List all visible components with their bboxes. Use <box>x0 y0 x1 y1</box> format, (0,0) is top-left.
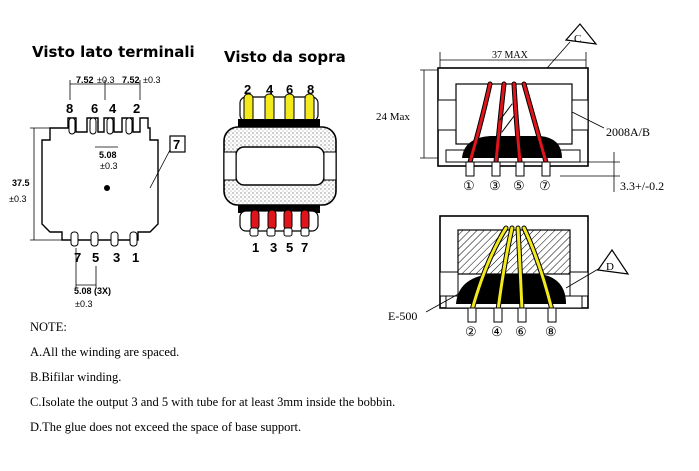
note-c: C.Isolate the output 3 and 5 with tube f… <box>30 395 396 409</box>
ref-box <box>169 135 186 153</box>
side-bottom-pin-7: 7 <box>74 250 81 265</box>
pitch-left-label: 7.52 <box>76 75 94 85</box>
ref-box-label: 7 <box>173 137 180 152</box>
section-d-pin-8: ⑧ <box>545 324 557 339</box>
inner-dim-label: 5.08 <box>99 150 117 160</box>
notes-block: NOTE: A.All the winding are spaced. B.Bi… <box>30 320 395 445</box>
section-d-view: ② ④ ⑥ ⑧ D E-500 <box>388 215 630 339</box>
top-pin-6: 6 <box>286 82 293 97</box>
core-center <box>235 146 325 186</box>
width-dim-label: 37 MAX <box>492 50 529 61</box>
material-label: 2008A/B <box>606 125 650 139</box>
section-d-yellow-wires <box>469 225 555 313</box>
section-d-pin-4: ④ <box>491 324 503 339</box>
top-view: Visto da sopra 2 4 6 8 <box>223 48 346 255</box>
top-pin-8: 8 <box>307 82 314 97</box>
section-c-pin-1: ① <box>463 178 475 193</box>
section-d-pin-6: ⑥ <box>515 324 527 339</box>
side-top-pins <box>68 117 133 135</box>
side-view-title: Visto lato terminali <box>32 43 195 61</box>
top-pin-2: 2 <box>244 82 251 97</box>
side-top-pin-4: 4 <box>109 101 117 116</box>
section-c-pin-3: ③ <box>489 178 501 193</box>
bottom-dim-label: 5.08 (3X) <box>74 286 111 296</box>
top-pin-4: 4 <box>266 82 274 97</box>
callout-d-triangle <box>596 248 630 275</box>
section-d-pin-2: ② <box>465 324 477 339</box>
callout-c-label: C <box>574 33 581 45</box>
note-a: A.All the winding are spaced. <box>30 345 180 359</box>
bottom-pin-1: 1 <box>252 240 259 255</box>
core-hatch <box>457 229 571 275</box>
bottom-red-leads <box>250 209 310 231</box>
section-c-pin-5: ⑤ <box>513 178 525 193</box>
pitch-right-tol: ±0.3 <box>143 75 160 85</box>
notes-heading: NOTE: <box>30 320 67 334</box>
height-dim-label: 37.5 <box>12 178 30 188</box>
inner-dim-tol: ±0.3 <box>100 161 117 171</box>
height-dim-tol: ±0.3 <box>9 194 26 204</box>
bottom-pin-3: 3 <box>270 240 277 255</box>
side-body-outline <box>41 117 159 241</box>
winding-glue-c <box>462 136 562 158</box>
bottom-dim-tol: ±0.3 <box>75 299 92 309</box>
note-d: D.The glue does not exceed the space of … <box>30 420 302 434</box>
bottom-pin-7: 7 <box>301 240 308 255</box>
section-c-pins <box>465 161 551 177</box>
side-bottom-pin-5: 5 <box>92 250 99 265</box>
section-c-view: 37 MAX C 24 Max <box>376 23 664 193</box>
pitch-left-tol: ±0.3 <box>97 75 114 85</box>
pitch-right-label: 7.52 <box>122 75 140 85</box>
glue-label: E-500 <box>388 309 417 323</box>
side-bottom-pins <box>70 231 138 247</box>
side-top-pin-6: 6 <box>91 101 98 116</box>
side-top-pin-8: 8 <box>66 101 73 116</box>
callout-c-triangle <box>564 23 598 45</box>
top-view-title: Visto da sopra <box>224 48 346 66</box>
note-b: B.Bifilar winding. <box>30 370 122 384</box>
pitch-dimension: 7.52 ±0.3 7.52 ±0.3 <box>69 75 160 100</box>
height-24-label: 24 Max <box>376 111 410 123</box>
side-top-pin-2: 2 <box>133 101 140 116</box>
callout-d-label: D <box>606 261 614 273</box>
side-bottom-pin-3: 3 <box>113 250 120 265</box>
top-yellow-leads <box>243 93 315 123</box>
section-d-pins <box>467 307 557 323</box>
side-bottom-pin-1: 1 <box>132 250 139 265</box>
polarity-dot <box>104 185 110 191</box>
side-view: Visto lato terminali 7.52 ±0.3 7.52 ±0.3… <box>9 43 195 309</box>
section-c-red-wires <box>467 81 549 165</box>
section-c-pin-7: ⑦ <box>539 178 551 193</box>
pin-height-label: 3.3+/-0.2 <box>620 179 664 193</box>
bottom-pin-5: 5 <box>286 240 293 255</box>
